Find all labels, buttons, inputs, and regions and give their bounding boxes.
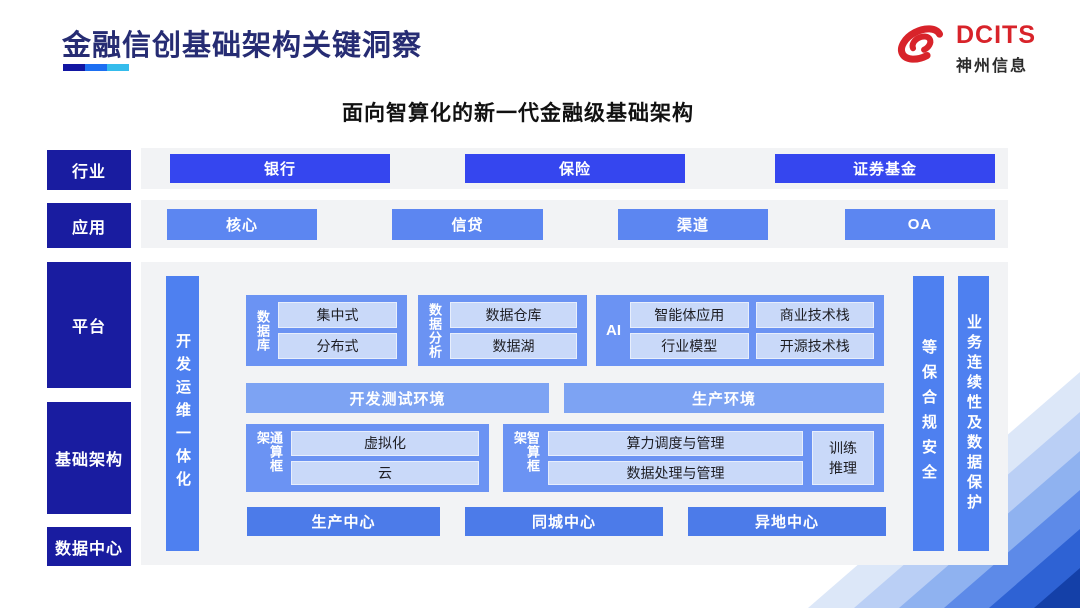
chip-label: 集中式 — [316, 307, 359, 323]
company-logo: DCITS 神州信息 — [890, 18, 1050, 76]
chip-label: 算力调度与管理 — [626, 435, 725, 452]
database-group: 数据库 集中式 分布式 — [246, 295, 407, 366]
sidebar-item-infrastructure: 基础架构 — [47, 402, 131, 514]
ai-item: 商业技术栈 — [755, 302, 874, 328]
logo-swirl-icon — [890, 18, 952, 75]
logo-brand: DCITS — [956, 21, 1036, 49]
item-label: 保险 — [558, 161, 591, 178]
chip-label: 行业模型 — [661, 338, 718, 354]
underline-segment — [107, 64, 129, 71]
industry-item-securities: 证券基金 — [775, 154, 995, 183]
chip-label: 训练推理 — [829, 439, 857, 476]
application-item-core: 核心 — [167, 209, 317, 240]
item-label: 信贷 — [451, 217, 484, 234]
logo-company-name: 神州信息 — [956, 58, 1029, 75]
data-analysis-group: 数据分析 数据仓库 数据湖 — [418, 295, 587, 366]
item-label: 证券基金 — [852, 161, 917, 178]
application-item-channel: 渠道 — [618, 209, 768, 240]
intelligent-framework-item: 数据处理与管理 — [548, 460, 803, 485]
business-continuity-bar: 业务连续性及数据保护 — [958, 276, 989, 551]
item-label: 渠道 — [676, 217, 709, 234]
datacenter-item-production: 生产中心 — [247, 507, 440, 536]
general-framework-label: 通算框架 — [255, 431, 283, 473]
database-items: 集中式 分布式 — [278, 302, 397, 359]
item-label: 异地中心 — [754, 514, 819, 531]
sidebar-item-platform: 平台 — [47, 262, 131, 388]
environment-label: 开发测试环境 — [349, 390, 446, 408]
sidebar-item-datacenter: 数据中心 — [47, 527, 131, 566]
ai-group: AI 智能体应用 商业技术栈 行业模型 开源技术栈 — [596, 295, 884, 366]
chip-label: 数据仓库 — [485, 307, 542, 323]
production-environment-bar: 生产环境 — [564, 383, 884, 413]
diagram-title: 面向智算化的新一代金融级基础架构 — [342, 102, 694, 125]
datacenter-item-same-city: 同城中心 — [465, 507, 663, 536]
training-inference-box: 训练推理 — [812, 431, 874, 485]
chip-label: 开源技术栈 — [779, 338, 850, 354]
underline-segment — [63, 64, 85, 71]
intelligent-framework-label: 智算框架 — [512, 431, 540, 473]
assurance-label: 业务连续性及数据保护 — [965, 313, 982, 514]
item-label: 核心 — [225, 217, 258, 234]
sidebar-label: 平台 — [71, 319, 106, 336]
industry-item-insurance: 保险 — [465, 154, 685, 183]
devops-bar: 开发运维一体化 — [166, 276, 199, 551]
database-item: 分布式 — [278, 333, 397, 359]
dev-test-environment-bar: 开发测试环境 — [246, 383, 549, 413]
sidebar-label: 数据中心 — [54, 540, 123, 558]
chip-label: 数据湖 — [492, 338, 535, 354]
database-item: 集中式 — [278, 302, 397, 328]
item-label: OA — [907, 216, 933, 233]
sidebar-label: 行业 — [71, 164, 106, 181]
general-framework-items: 虚拟化 云 — [291, 431, 479, 485]
environment-label: 生产环境 — [691, 390, 756, 408]
ai-item: 行业模型 — [630, 333, 749, 359]
ai-group-label: AI — [606, 322, 621, 339]
assurance-label: 等保合规安全 — [920, 338, 937, 489]
general-framework-item: 虚拟化 — [291, 431, 479, 456]
chip-label: 分布式 — [316, 338, 359, 354]
chip-label: 商业技术栈 — [779, 307, 850, 323]
data-analysis-item: 数据仓库 — [450, 302, 577, 328]
devops-label: 开发运维一体化 — [174, 333, 191, 494]
intelligent-framework-item: 算力调度与管理 — [548, 431, 803, 456]
data-analysis-group-label: 数据分析 — [427, 302, 442, 359]
ai-items: 智能体应用 商业技术栈 行业模型 开源技术栈 — [630, 302, 874, 359]
general-framework-item: 云 — [291, 460, 479, 485]
sidebar-item-industry: 行业 — [47, 150, 131, 190]
chip-label: 数据处理与管理 — [626, 464, 725, 481]
data-analysis-item: 数据湖 — [450, 333, 577, 359]
sidebar-item-application: 应用 — [47, 203, 131, 248]
underline-segment — [85, 64, 107, 71]
chip-label: 云 — [378, 464, 392, 481]
logo-text: DCITS 神州信息 — [956, 18, 1036, 76]
item-label: 生产中心 — [311, 514, 376, 531]
intelligent-framework-items: 算力调度与管理 数据处理与管理 — [548, 431, 803, 485]
item-label: 银行 — [263, 161, 296, 178]
ai-item: 智能体应用 — [630, 302, 749, 328]
chip-label: 虚拟化 — [364, 435, 406, 452]
intelligent-compute-framework-group: 智算框架 算力调度与管理 数据处理与管理 训练推理 — [503, 424, 884, 492]
chip-label: 智能体应用 — [654, 307, 725, 323]
sidebar-label: 基础架构 — [54, 452, 123, 469]
industry-item-bank: 银行 — [170, 154, 390, 183]
title-underline — [63, 64, 129, 71]
sidebar-label: 应用 — [71, 219, 106, 237]
application-item-oa: OA — [845, 209, 995, 240]
general-compute-framework-group: 通算框架 虚拟化 云 — [246, 424, 489, 492]
item-label: 同城中心 — [531, 514, 596, 531]
application-item-credit: 信贷 — [392, 209, 543, 240]
datacenter-item-remote: 异地中心 — [688, 507, 886, 536]
database-group-label: 数据库 — [255, 309, 270, 352]
ai-item: 开源技术栈 — [755, 333, 874, 359]
page-title: 金融信创基础架构关键洞察 — [62, 30, 423, 62]
data-analysis-items: 数据仓库 数据湖 — [450, 302, 577, 359]
security-compliance-bar: 等保合规安全 — [913, 276, 944, 551]
